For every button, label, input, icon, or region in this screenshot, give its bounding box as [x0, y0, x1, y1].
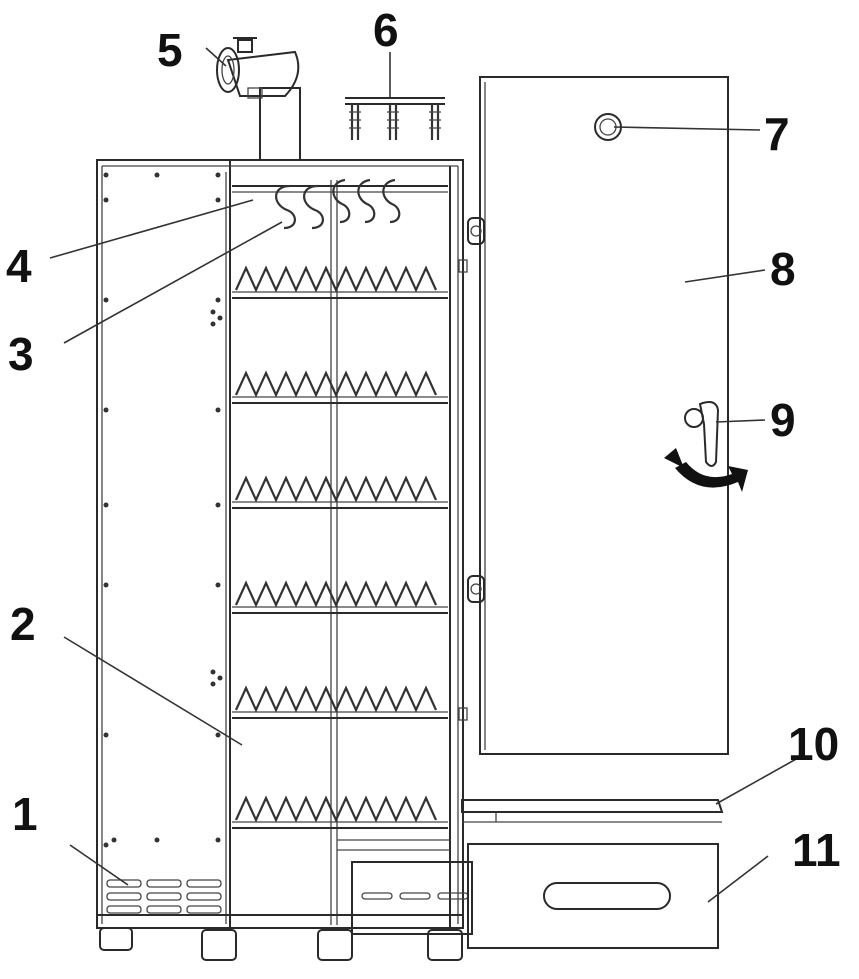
callout-10: 10 — [788, 718, 839, 770]
door — [458, 76, 729, 755]
shelf-2 — [232, 370, 448, 404]
cabinet-feet — [99, 927, 463, 961]
hanging-hooks — [275, 178, 401, 230]
shelf-3 — [232, 475, 448, 509]
callout-6: 6 — [373, 4, 399, 56]
top-nozzle-assembly — [345, 97, 445, 140]
bottom-vents — [106, 879, 222, 914]
tray — [461, 799, 724, 823]
drawer — [467, 843, 719, 949]
curved-arrow-icon — [664, 448, 748, 492]
callout-labels: 1 2 3 4 5 6 7 8 9 10 11 — [6, 4, 841, 876]
shelf-4 — [232, 580, 448, 614]
inner-drawer — [337, 839, 473, 935]
callout-3: 3 — [8, 328, 34, 380]
side-panel-bolts — [103, 172, 223, 848]
cabinet-body — [96, 159, 464, 929]
callout-8: 8 — [770, 243, 796, 295]
callout-11: 11 — [792, 824, 841, 876]
leader-lines — [49, 47, 799, 903]
shelf-5 — [232, 685, 448, 719]
shelf-1 — [232, 265, 448, 299]
callout-7: 7 — [764, 108, 790, 160]
callout-2: 2 — [10, 598, 36, 650]
callout-5: 5 — [157, 24, 183, 76]
fan-unit — [216, 37, 301, 161]
shelf-6 — [232, 795, 448, 829]
callout-9: 9 — [770, 394, 796, 446]
callout-1: 1 — [12, 788, 38, 840]
door-handle — [684, 401, 720, 467]
callout-4: 4 — [6, 240, 32, 292]
